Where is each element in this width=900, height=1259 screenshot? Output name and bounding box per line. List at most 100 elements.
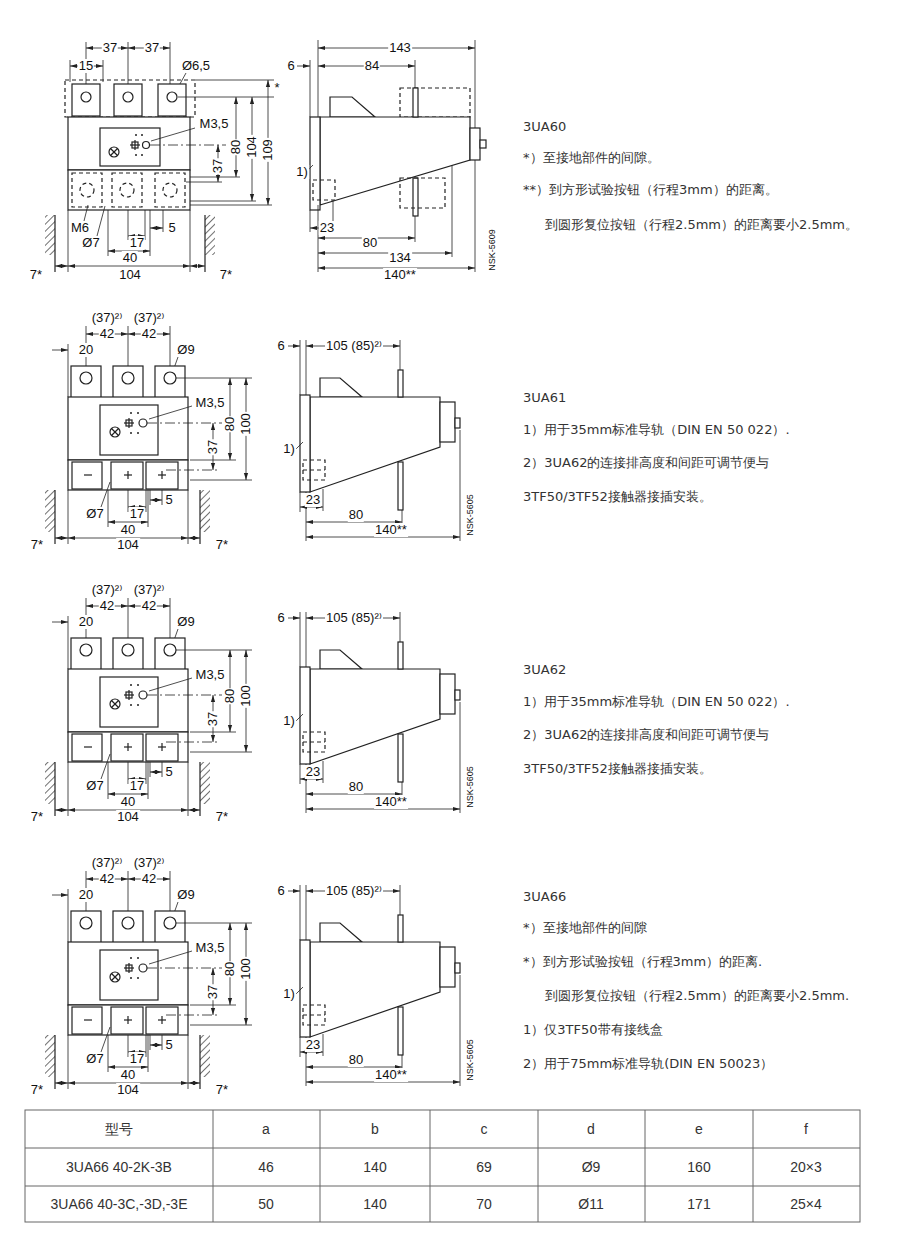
dimension-label: 15 bbox=[78, 59, 94, 73]
dimension-label: 40 bbox=[120, 795, 136, 809]
note-text: 2）3UA62的连接排高度和间距可调节便与 bbox=[523, 456, 770, 470]
dimension-label: 7* bbox=[219, 268, 233, 282]
dimension-label: 80 bbox=[348, 780, 364, 794]
dimension-label: 1) bbox=[282, 442, 296, 456]
dimension-label: 104 bbox=[116, 810, 140, 824]
table-cell: 69 bbox=[476, 1160, 492, 1174]
dimension-label: Ø7 bbox=[85, 779, 104, 793]
drawing-number: NSK-5605 bbox=[465, 766, 475, 808]
note-text: *）到方形试验按钮（行程3mm）的距离. bbox=[523, 955, 762, 969]
dimension-label: (37)²⁾ bbox=[133, 311, 166, 325]
front-view bbox=[45, 326, 252, 544]
dimension-label: (37)²⁾ bbox=[91, 856, 124, 870]
note-text: 到圆形复位按钮（行程2.5mm）的距离要小2.5mm。 bbox=[545, 218, 858, 232]
table-cell: c bbox=[481, 1122, 488, 1136]
dimension-label: 7* bbox=[215, 1083, 229, 1097]
dimension-label: 109 bbox=[261, 138, 275, 162]
table-cell: 20×3 bbox=[790, 1160, 822, 1174]
dimension-label: 100 bbox=[239, 684, 253, 708]
dimension-label: 80 bbox=[229, 139, 243, 155]
side-view bbox=[297, 40, 486, 272]
side-view bbox=[288, 340, 460, 541]
dimension-label: 105 (85)²⁾ bbox=[325, 884, 383, 898]
note-text: *）至接地部件的间隙。 bbox=[523, 151, 660, 165]
dimension-label: 42 bbox=[141, 327, 157, 341]
drawing-number: NSK-5605 bbox=[465, 1039, 475, 1081]
dimension-label: 80 bbox=[348, 1053, 364, 1067]
table-cell: 50 bbox=[258, 1197, 274, 1211]
dimension-label: 42 bbox=[99, 872, 115, 886]
dimension-label: 40 bbox=[120, 1068, 136, 1082]
note-text: 1）仅3TF50带有接线盒 bbox=[523, 1023, 663, 1037]
table-cell: Ø9 bbox=[582, 1160, 601, 1174]
note-text: *）至接地部件的间隙 bbox=[523, 921, 647, 935]
dimension-label: 23 bbox=[305, 765, 321, 779]
table-cell: 171 bbox=[687, 1197, 710, 1211]
dimension-label: 20 bbox=[78, 615, 94, 629]
dimension-label: 6 bbox=[276, 339, 285, 353]
dimension-label: 100 bbox=[239, 412, 253, 436]
table-cell: 160 bbox=[687, 1160, 710, 1174]
model-name: 3UA61 bbox=[523, 391, 566, 405]
drawing-number: NSK-5605 bbox=[465, 494, 475, 536]
dimension-label: Ø9 bbox=[176, 615, 195, 629]
dimension-label: 7* bbox=[29, 268, 43, 282]
dimension-label: 104 bbox=[245, 135, 259, 159]
table-cell: f bbox=[804, 1122, 808, 1136]
table-cell: e bbox=[695, 1122, 703, 1136]
dimension-label: M3,5 bbox=[195, 396, 226, 410]
dimension-label: Ø7 bbox=[85, 1052, 104, 1066]
dimension-label: 42 bbox=[141, 872, 157, 886]
dimension-label: 7* bbox=[215, 538, 229, 552]
dimension-label: 80 bbox=[223, 416, 237, 432]
table-cell: b bbox=[371, 1122, 379, 1136]
dimension-label: 7* bbox=[215, 810, 229, 824]
dimension-label: 1) bbox=[282, 714, 296, 728]
dimension-label: M3,5 bbox=[195, 668, 226, 682]
dimension-label: 100 bbox=[239, 957, 253, 981]
dimension-label: 143 bbox=[388, 41, 412, 55]
dimension-label: 23 bbox=[319, 221, 335, 235]
dimension-label: 7* bbox=[30, 538, 44, 552]
dimension-label: 6 bbox=[276, 611, 285, 625]
table-cell: 型号 bbox=[105, 1122, 133, 1136]
dimension-label: 104 bbox=[116, 1083, 140, 1097]
dimension-label: 17 bbox=[129, 779, 145, 793]
table-cell: 70 bbox=[476, 1197, 492, 1211]
dimension-label: 37 bbox=[206, 439, 220, 455]
dimension-label: 140** bbox=[374, 795, 408, 809]
dimension-label: 20 bbox=[78, 343, 94, 357]
dimension-label: 6 bbox=[276, 884, 285, 898]
drawing-number: NSK-5609 bbox=[487, 229, 497, 271]
dimension-label: 37 bbox=[206, 711, 220, 727]
dimension-label: Ø9 bbox=[176, 343, 195, 357]
dimension-label: 7* bbox=[30, 810, 44, 824]
dimension-label: 80 bbox=[223, 688, 237, 704]
dimension-label: 80 bbox=[348, 508, 364, 522]
model-name: 3UA62 bbox=[523, 663, 566, 677]
table-cell: 25×4 bbox=[790, 1197, 822, 1211]
table-cell: 140 bbox=[363, 1160, 386, 1174]
note-text: 3TF50/3TF52接触器接插安装。 bbox=[523, 490, 712, 504]
dimension-label: 105 (85)²⁾ bbox=[325, 339, 383, 353]
dimension-label: 40 bbox=[122, 251, 138, 265]
dimension-label: Ø9 bbox=[176, 888, 195, 902]
dimension-label: 5 bbox=[164, 493, 173, 507]
dimension-label: 23 bbox=[305, 1038, 321, 1052]
dimension-label: 80 bbox=[223, 961, 237, 977]
dimension-label: (37)²⁾ bbox=[91, 311, 124, 325]
table-cell: 3UA66 40-2K-3B bbox=[66, 1160, 172, 1174]
dimension-label: 37 bbox=[206, 984, 220, 1000]
model-name: 3UA66 bbox=[523, 890, 566, 904]
note-text: 3TF50/3TF52接触器接插安装。 bbox=[523, 762, 712, 776]
dimension-label: 140** bbox=[383, 268, 417, 282]
dimension-label: 5 bbox=[164, 765, 173, 779]
dimension-label: 17 bbox=[129, 1052, 145, 1066]
dimension-label: 104 bbox=[116, 538, 140, 552]
note-text: 2）用于75mm标准导轨(DIN EN 50023） bbox=[523, 1057, 773, 1071]
dimension-label: 104 bbox=[118, 268, 142, 282]
dimension-label: 5 bbox=[167, 221, 176, 235]
dimension-label: M3,5 bbox=[195, 941, 226, 955]
